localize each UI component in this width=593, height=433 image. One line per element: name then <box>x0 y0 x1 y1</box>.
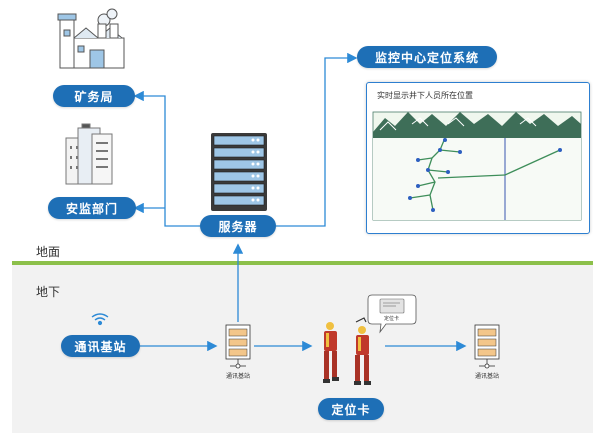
surface-arrows <box>133 52 467 352</box>
base-station-caption-1: 通讯基站 <box>226 373 251 380</box>
base-station-pill: 通讯基站 <box>61 335 140 357</box>
wifi-icon <box>91 313 109 326</box>
ground-line <box>12 261 593 265</box>
locator-card-pill: 定位卡 <box>318 398 384 420</box>
monitor-system-pill: 监控中心定位系统 <box>357 46 497 68</box>
miner-icon-1 <box>323 322 339 383</box>
ground-label: 地面 <box>36 245 61 259</box>
base-station-device-2 <box>474 324 500 369</box>
safety-dept-pill: 安监部门 <box>48 197 136 219</box>
mining-bureau-pill: 矿务局 <box>53 85 135 107</box>
card-bubble <box>367 294 417 334</box>
underground-label: 地下 <box>36 285 61 299</box>
monitor-caption: 实时显示井下人员所在位置 <box>377 91 473 100</box>
factory-icon <box>57 8 125 69</box>
base-station-caption-2: 通讯基站 <box>475 373 500 380</box>
mine-map <box>372 111 582 221</box>
base-station-device-1 <box>225 324 251 369</box>
server-rack-icon <box>211 133 267 211</box>
office-building-icon <box>65 123 113 185</box>
server-pill: 服务器 <box>200 215 276 237</box>
bubble-card-caption: 定位卡 <box>384 316 400 322</box>
miner-icon-2 <box>354 317 371 385</box>
